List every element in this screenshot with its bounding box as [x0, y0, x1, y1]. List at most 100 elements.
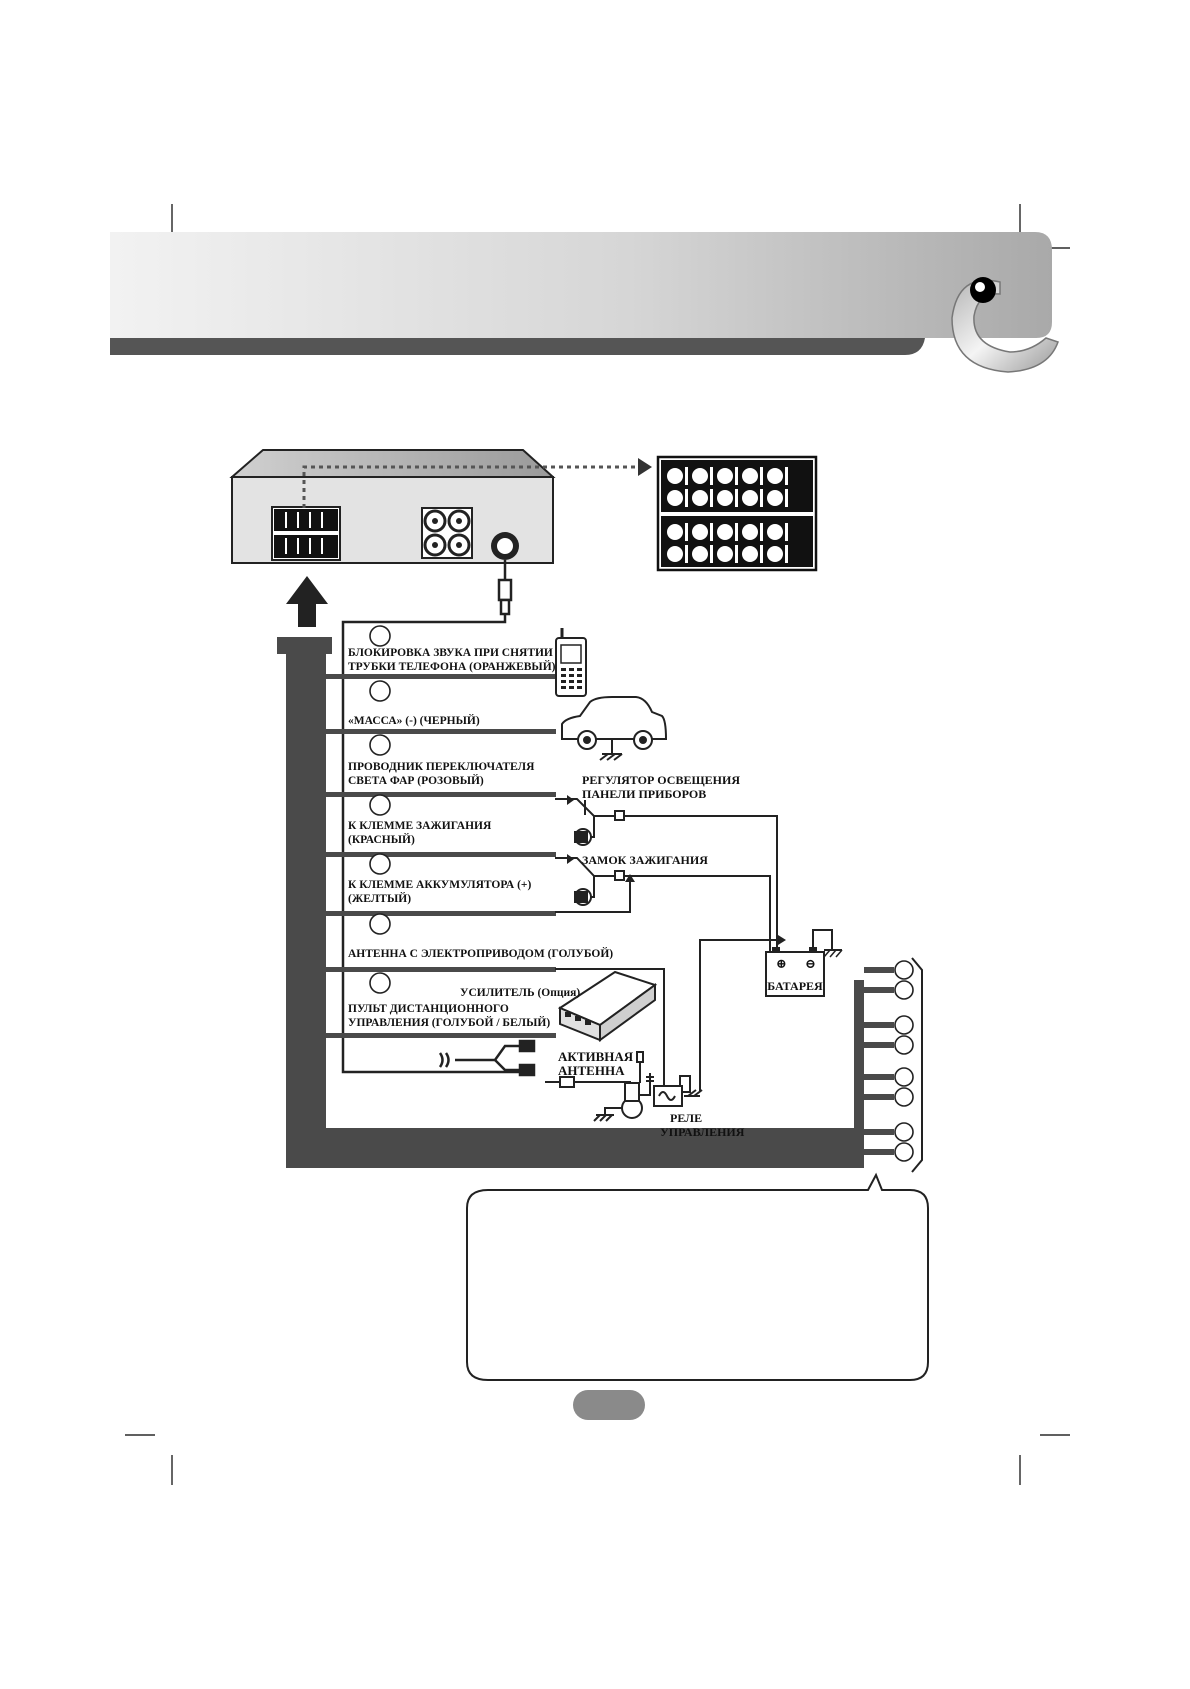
pin-cell [742, 546, 758, 562]
wire-label-line1: К КЛЕММЕ ЗАЖИГАНИЯ [348, 820, 492, 832]
header-banner [110, 232, 1052, 355]
side-wire [864, 987, 894, 993]
wire-number-circle [369, 680, 391, 702]
battery-icon: ⊕ ⊖ БАТАРЕЯ [765, 929, 843, 997]
amplifier-label: УСИЛИТЕЛЬ (Опция) [460, 987, 580, 999]
pin-divider [785, 523, 788, 541]
wire-row: К КЛЕММЕ ЗАЖИГАНИЯ(КРАСНЫЙ) [326, 794, 556, 857]
pin-cell [692, 524, 708, 540]
amplifier-icon [557, 970, 658, 1042]
pin-cell [667, 546, 683, 562]
side-pin [894, 1035, 914, 1055]
pin-cell [717, 546, 733, 562]
side-pin [894, 960, 914, 980]
pin-divider [785, 467, 788, 485]
wire-bar [326, 674, 556, 679]
pin-cell [717, 468, 733, 484]
side-wire [864, 1022, 894, 1028]
pin-divider [785, 545, 788, 563]
rca-cable-icon [438, 1039, 536, 1077]
wire-label-line1: «МАССА» (-) (ЧЕРНЫЙ) [348, 713, 480, 727]
wire-bar [326, 852, 556, 857]
dimmer-label-2: ПАНЕЛИ ПРИБОРОВ [582, 787, 706, 801]
pin-divider [685, 523, 688, 541]
switch-circuits [555, 795, 778, 952]
pin-cell [717, 490, 733, 506]
wire-number-circle [369, 794, 391, 816]
pin-divider [735, 545, 738, 563]
connector-pinout-detail [656, 455, 818, 572]
side-pin [894, 1015, 914, 1035]
chapter-c-logo [951, 277, 1059, 373]
wire-bar [326, 1033, 556, 1038]
side-wire [864, 1149, 894, 1155]
pin-divider [710, 467, 713, 485]
pin-divider [760, 523, 763, 541]
rca-jacks [421, 507, 473, 559]
car-icon [561, 696, 668, 761]
side-wire [864, 1042, 894, 1048]
wire-row: АНТЕННА С ЭЛЕКТРОПРИВОДОМ (ГОЛУБОЙ) [326, 913, 613, 972]
pin-divider [735, 523, 738, 541]
wire-label-line1: К КЛЕММЕ АККУМУЛЯТОРА (+) [348, 879, 531, 891]
wire-number-circle [369, 734, 391, 756]
battery-label: БАТАРЕЯ [767, 979, 823, 993]
wire-label-line1: АНТЕННА С ЭЛЕКТРОПРИВОДОМ (ГОЛУБОЙ) [348, 946, 613, 960]
component-labels: РЕГУЛЯТОР ОСВЕЩЕНИЯ ПАНЕЛИ ПРИБОРОВ ЗАМО… [460, 773, 745, 1139]
pin-cell [767, 490, 783, 506]
ignition-label: ЗАМОК ЗАЖИГАНИЯ [582, 853, 708, 867]
wire-label-line1: ПРОВОДНИК ПЕРЕКЛЮЧАТЕЛЯ [348, 761, 535, 773]
pin-cell [667, 524, 683, 540]
side-pin [894, 1067, 914, 1087]
pin-divider [685, 467, 688, 485]
pin-cell [692, 490, 708, 506]
pin-cell [717, 524, 733, 540]
wire-number-circle [369, 913, 391, 935]
pin-divider [710, 489, 713, 507]
pin-divider [710, 545, 713, 563]
side-wire [864, 1074, 894, 1080]
active-antenna-circuit [545, 935, 786, 1122]
wire-bar [326, 967, 556, 972]
wire-number-circle [369, 972, 391, 994]
wire-label-line2: (ЖЕЛТЫЙ) [348, 891, 411, 905]
phone-icon [555, 628, 587, 697]
wire-number-circle [369, 853, 391, 875]
wire-label-line2: УПРАВЛЕНИЯ (ГОЛУБОЙ / БЕЛЫЙ) [348, 1015, 550, 1029]
wire-label-line1: БЛОКИРОВКА ЗВУКА ПРИ СНЯТИИ [348, 647, 553, 659]
active-antenna-label-1: АКТИВНАЯ [558, 1049, 634, 1064]
wire-row: «МАССА» (-) (ЧЕРНЫЙ) [326, 680, 556, 734]
pin-divider [760, 467, 763, 485]
head-unit [229, 449, 652, 564]
iso-connector-side [864, 957, 923, 1173]
wire-bar [326, 911, 556, 916]
pin-divider [760, 489, 763, 507]
side-wire [864, 1129, 894, 1135]
pin-cell [692, 468, 708, 484]
wire-harness-bus [277, 637, 864, 1168]
up-arrow [286, 576, 328, 627]
pin-divider [760, 545, 763, 563]
pin-cell [742, 490, 758, 506]
wire-bar [326, 729, 556, 734]
svg-text:⊖: ⊖ [805, 956, 816, 971]
wire-label-line2: ТРУБКИ ТЕЛЕФОНА (ОРАНЖЕВЫЙ) [348, 659, 556, 673]
pin-divider [685, 489, 688, 507]
pin-cell [742, 468, 758, 484]
side-wire [864, 967, 894, 973]
wire-bar [326, 792, 556, 797]
pin-cell [667, 490, 683, 506]
pin-divider [785, 489, 788, 507]
page-number-pill [573, 1390, 645, 1420]
side-wire [864, 1094, 894, 1100]
side-pin [894, 1087, 914, 1107]
pin-cell [767, 468, 783, 484]
antenna-lead [341, 560, 530, 1074]
iso-socket [271, 506, 341, 561]
active-antenna-label-2: АНТЕННА [558, 1063, 625, 1078]
